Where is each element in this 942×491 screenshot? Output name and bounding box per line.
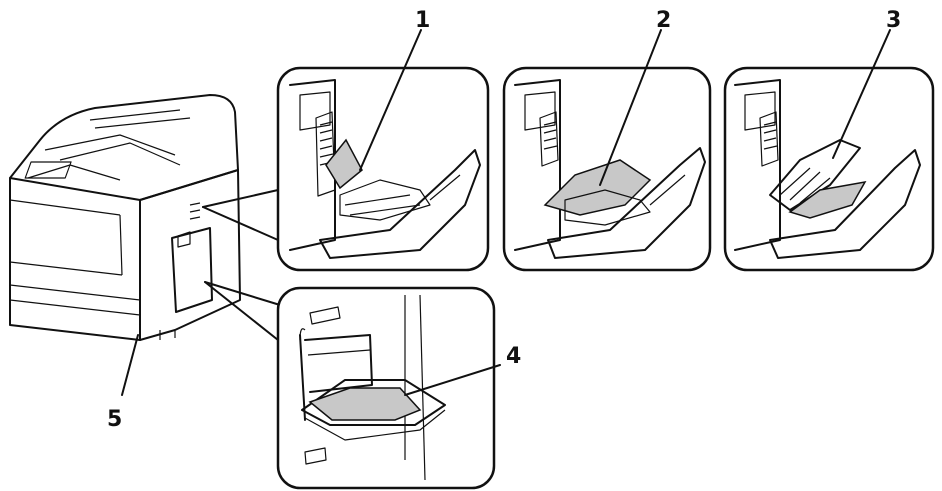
detail-panel-3 [723,66,935,272]
detail-panel-4 [276,286,496,490]
leader-lines [202,189,281,341]
printer-illustration [9,94,241,341]
callout-1: 1 [415,8,430,33]
callout-3: 3 [886,8,901,33]
callout-5: 5 [107,407,122,432]
callout-4: 4 [506,344,521,369]
callout-2: 2 [656,8,671,33]
detail-panel-1 [276,66,490,272]
callout-lines [121,29,891,396]
